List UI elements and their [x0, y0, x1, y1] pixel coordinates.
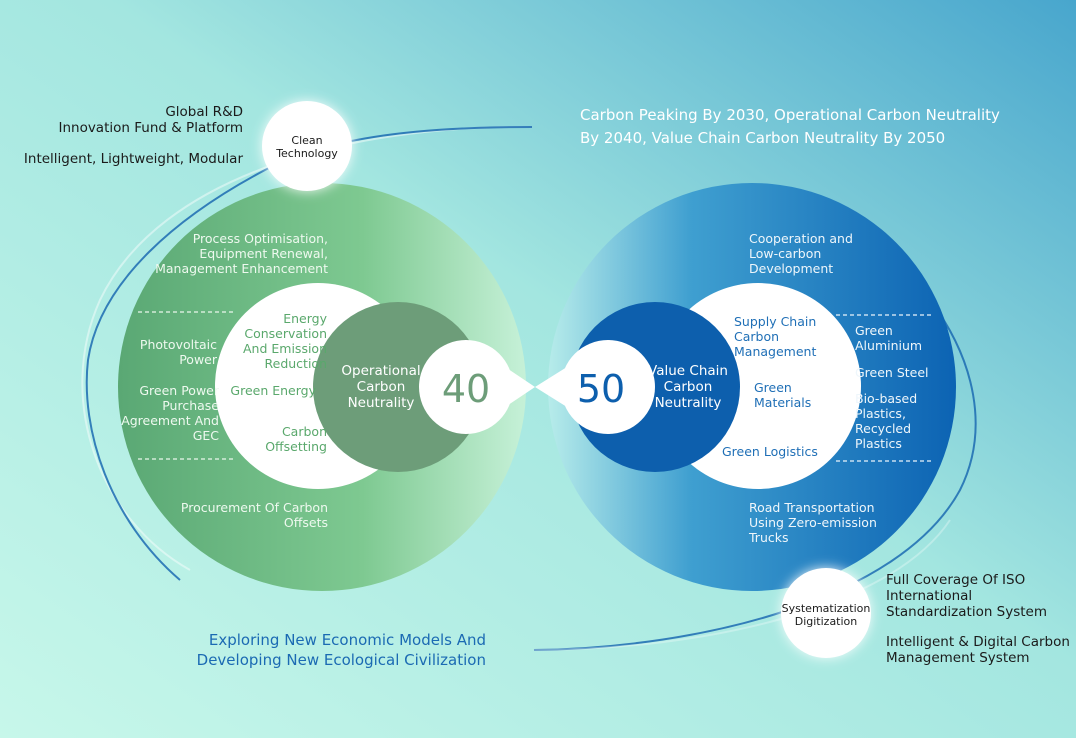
procurement-line-2: Offsets [283, 515, 328, 530]
supply-chain-text: Supply Chain Carbon Management [734, 314, 844, 359]
energy-text: Energy Conservation And Emission Reducti… [217, 311, 327, 371]
goals-line-1: Carbon Peaking By 2030, Operational Carb… [580, 106, 1000, 124]
systematization-line-2: Digitization [794, 614, 858, 628]
year-50-disc [561, 340, 655, 434]
systematization-label: Systematization Digitization [776, 602, 876, 628]
coop-line-1: Cooperation and [749, 231, 853, 246]
value-chain-line-3: Neutrality [654, 395, 722, 412]
process-text: Process Optimisation, Equipment Renewal,… [128, 231, 328, 276]
process-line-1: Process Optimisation, [192, 231, 328, 246]
green-power-line-1: Green Power [139, 383, 219, 398]
green-materials-text: Green Materials [754, 380, 844, 410]
iso-text: Full Coverage Of ISO International Stand… [886, 572, 1071, 621]
operational-line-3: Neutrality [347, 395, 415, 412]
value-chain-core-label: Value Chain Carbon Neutrality [638, 363, 738, 412]
left-core-circle [313, 302, 483, 472]
clean-tech-line-1: Clean [291, 134, 323, 147]
systematization-line-1: Systematization [781, 602, 871, 615]
supply-line-1: Supply Chain [734, 314, 817, 329]
process-line-3: Management Enhancement [155, 261, 328, 276]
value-chain-line-2: Carbon [663, 379, 713, 396]
offsetting-text: Carbon Offsetting [217, 424, 327, 454]
materials-line-1: Green [754, 380, 792, 395]
cooperation-text: Cooperation and Low-carbon Development [749, 231, 909, 276]
green-power-text: Green Power Purchase Agreement And GEC [99, 383, 219, 443]
year-50: 50 [576, 367, 626, 411]
coop-line-2: Low-carbon [749, 246, 822, 261]
iso-line-3: Standardization System [886, 604, 1048, 621]
pv-line-1: Photovoltaic [139, 337, 217, 352]
aluminium-line-1: Green [855, 323, 893, 338]
coop-line-3: Development [749, 261, 834, 276]
exploring-text: Exploring New Economic Models And Develo… [146, 630, 486, 671]
orbit-line-bottom [533, 299, 977, 651]
digital-line-1: Intelligent & Digital Carbon [886, 634, 1070, 650]
digital-line-2: Management System [886, 650, 1030, 667]
pv-text: Photovoltaic Power [107, 337, 217, 367]
energy-line-1: Energy [283, 311, 327, 326]
operational-line-2: Carbon [356, 379, 406, 396]
pv-line-2: Power [179, 352, 217, 367]
plastics-line-4: Plastics [855, 436, 902, 451]
road-line-1: Road Transportation [749, 500, 875, 515]
clean-tech-label: Clean Technology [262, 134, 352, 160]
operational-core-label: Operational Carbon Neutrality [331, 363, 431, 412]
rd-line-1: Global R&D [165, 104, 243, 120]
procurement-line-1: Procurement Of Carbon [180, 500, 328, 515]
energy-line-3: And Emission [243, 341, 327, 356]
procurement-text: Procurement Of Carbon Offsets [128, 500, 328, 530]
offsetting-line-1: Carbon [281, 424, 327, 439]
systematization-bubble [781, 568, 871, 658]
clean-tech-bubble [262, 101, 352, 191]
road-line-3: Trucks [749, 530, 789, 545]
rd-line-2: Innovation Fund & Platform [58, 120, 243, 137]
exploring-line-1: Exploring New Economic Models And [208, 631, 486, 649]
plastics-line-1: Bio-based [855, 391, 918, 406]
supply-line-2: Carbon [734, 329, 780, 344]
goals-text: Carbon Peaking By 2030, Operational Carb… [580, 104, 1000, 151]
iso-line-2: International [886, 588, 973, 605]
operational-line-1: Operational [341, 363, 421, 379]
exploring-line-2: Developing New Ecological Civilization [196, 651, 486, 670]
goals-line-2: By 2040, Value Chain Carbon Neutrality B… [580, 129, 946, 148]
green-energy-text: Green Energy [230, 383, 316, 398]
green-steel-text: Green Steel [855, 365, 929, 380]
digital-text: Intelligent & Digital Carbon Management … [886, 634, 1071, 666]
green-logistics-text: Green Logistics [722, 444, 818, 459]
green-power-line-4: GEC [192, 428, 219, 443]
plastics-line-2: Plastics, [855, 406, 906, 421]
process-line-2: Equipment Renewal, [199, 246, 328, 261]
plastics-text: Bio-based Plastics, Recycled Plastics [855, 391, 955, 451]
year-40-disc [419, 340, 513, 434]
road-line-2: Using Zero-emission [749, 515, 877, 530]
supply-line-3: Management [734, 344, 817, 359]
plastics-line-3: Recycled [855, 421, 912, 436]
aluminium-text: Green Aluminium [855, 323, 955, 353]
clean-tech-line-2: Technology [276, 146, 338, 160]
energy-line-4: Reduction [264, 356, 328, 371]
road-transport-text: Road Transportation Using Zero-emission … [749, 500, 919, 545]
offsetting-line-2: Offsetting [265, 439, 327, 454]
iso-line-1: Full Coverage Of ISO [886, 572, 1026, 588]
year-40: 40 [441, 367, 491, 411]
modular-text: Intelligent, Lightweight, Modular [23, 151, 243, 167]
energy-line-2: Conservation [244, 326, 327, 341]
rd-text: Global R&D Innovation Fund & Platform [3, 104, 243, 136]
green-power-line-2: Purchase [162, 398, 219, 413]
value-chain-line-1: Value Chain [648, 363, 728, 379]
green-power-line-3: Agreement And [121, 413, 219, 428]
aluminium-line-2: Aluminium [855, 338, 923, 353]
materials-line-2: Materials [754, 395, 812, 410]
orbit-line-top [85, 126, 533, 581]
